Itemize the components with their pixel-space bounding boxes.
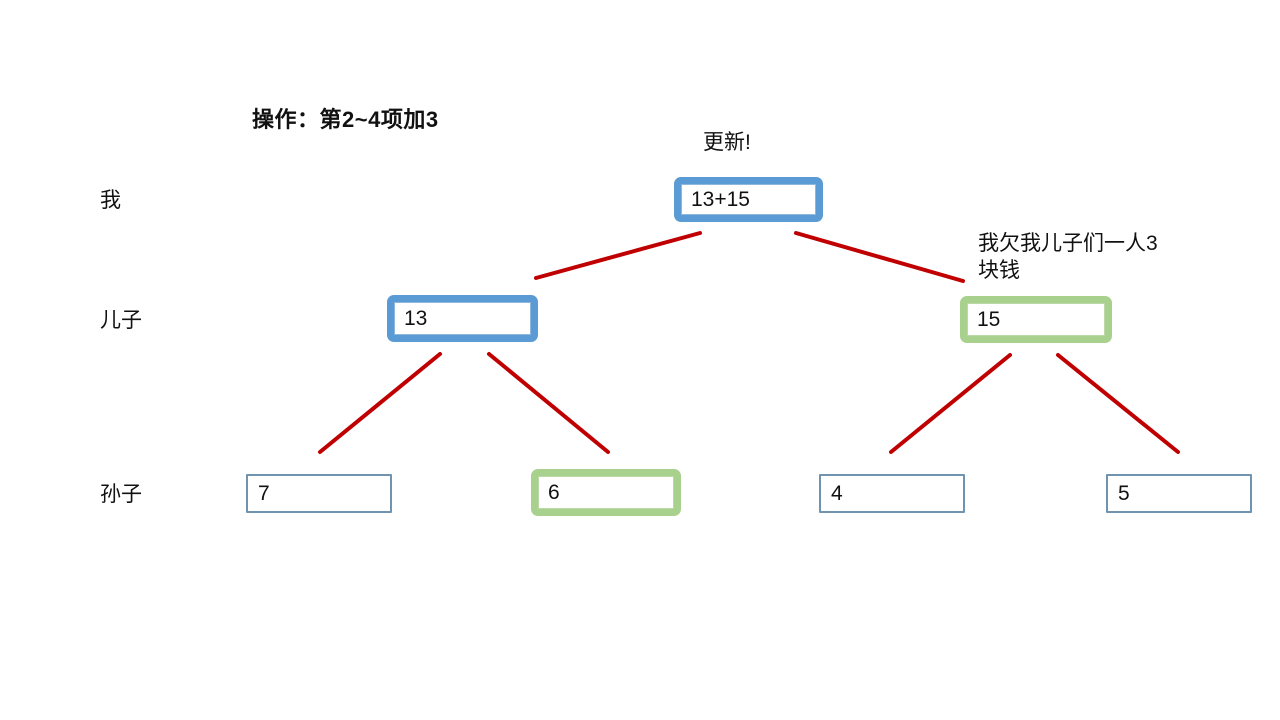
- tree-node-grandson-3-value: 4: [831, 482, 843, 505]
- tree-node-root-value: 13+15: [691, 188, 750, 211]
- connector-15-to-4: [889, 353, 1012, 454]
- tree-node-grandson-4-value: 5: [1118, 482, 1130, 505]
- connector-13-to-6: [487, 352, 610, 454]
- connector-root-to-13: [534, 231, 702, 280]
- tree-node-son-left-value: 13: [404, 307, 428, 330]
- connector-13-to-7: [318, 352, 442, 454]
- annotation-update: 更新!: [703, 131, 751, 154]
- tree-node-grandson-2-value: 6: [548, 481, 560, 504]
- tree-node-grandson-1[interactable]: 7: [246, 474, 392, 513]
- row-label-me: 我: [100, 189, 121, 212]
- connector-15-to-5: [1056, 353, 1180, 454]
- tree-node-grandson-2[interactable]: 6: [531, 469, 681, 516]
- tree-node-son-right-value: 15: [977, 308, 1001, 331]
- connector-root-to-15: [794, 231, 965, 283]
- tree-node-son-left[interactable]: 13: [387, 295, 538, 342]
- tree-node-grandson-4[interactable]: 5: [1106, 474, 1252, 513]
- row-label-son: 儿子: [100, 309, 142, 332]
- tree-node-grandson-1-value: 7: [258, 482, 270, 505]
- annotation-owe: 我欠我儿子们一人3块钱: [978, 232, 1158, 283]
- tree-node-grandson-3[interactable]: 4: [819, 474, 965, 513]
- tree-node-son-right[interactable]: 15: [960, 296, 1112, 343]
- tree-node-root[interactable]: 13+15: [674, 177, 823, 222]
- row-label-grandson: 孙子: [100, 483, 142, 506]
- page-title: 操作：第2~4项加3: [252, 107, 439, 132]
